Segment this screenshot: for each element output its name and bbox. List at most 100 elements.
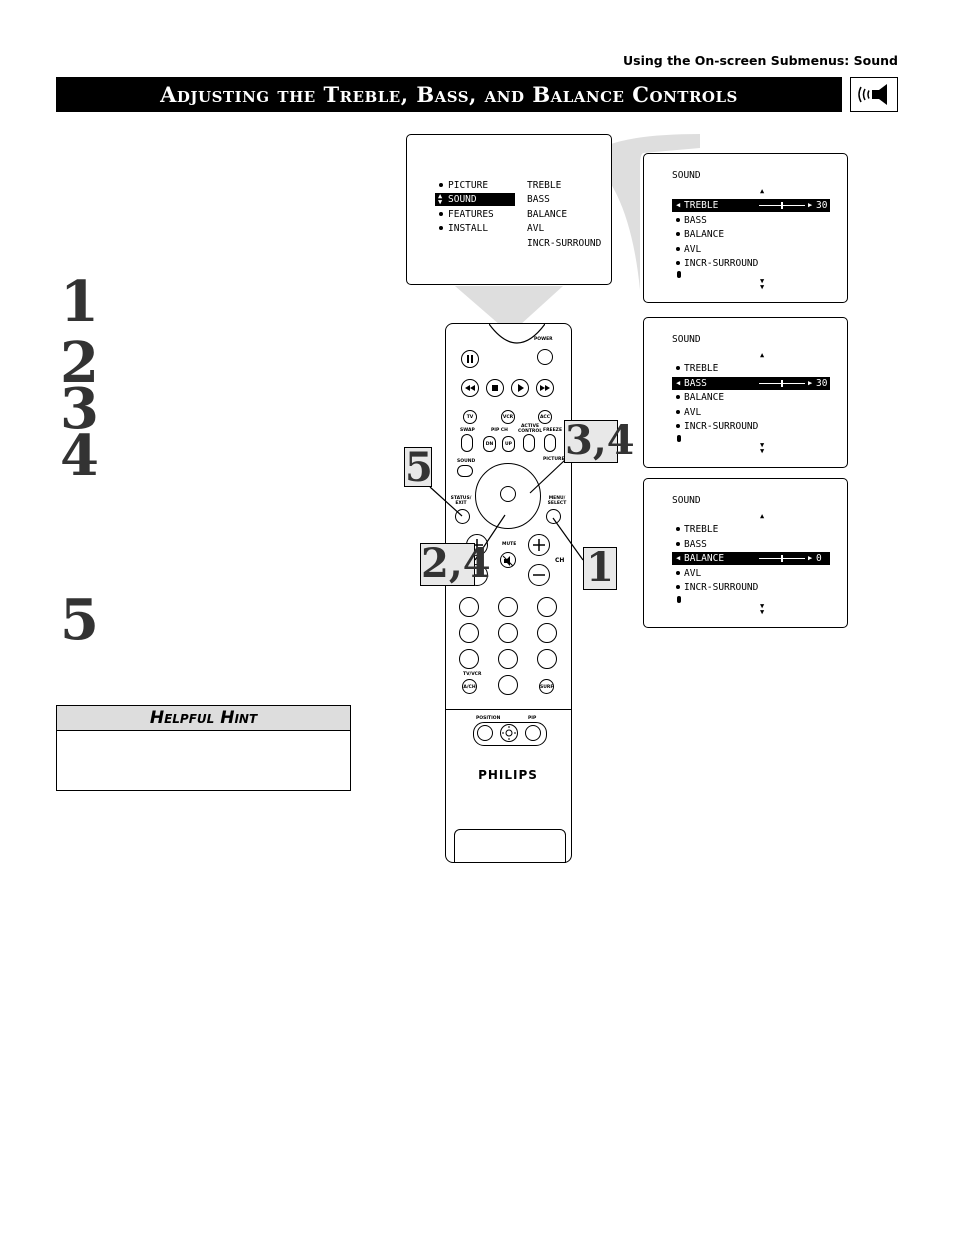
scroll-up-arrow-icon: ▲ [760,512,765,520]
sound-label: SOUND [457,459,476,464]
sound-menu-item-avl: AVL [672,406,830,419]
philips-logo: PHILIPS [478,768,538,782]
fast-forward-button[interactable] [536,379,554,397]
surf-label: SURF [540,685,554,690]
number-5-button[interactable] [498,623,518,643]
power-label: POWER [534,337,553,342]
level-value: 30 [816,200,828,211]
level-slider-knob [781,555,783,563]
stop-icon [492,385,498,391]
bullet-icon [676,246,680,251]
page-title: Adjusting the Treble, Bass, and Balance … [56,77,842,112]
pause-icon [467,355,473,363]
level-slider-knob [781,202,783,209]
left-arrow-icon: ◀ [676,201,681,209]
dn-label: DN [485,442,494,447]
main-menu-item-sound: ▲▼ SOUND [435,193,515,206]
level-slider-knob [781,379,783,387]
menu-select-label: MENU/ SELECT [547,496,567,506]
pause-button[interactable] [461,350,479,368]
ach-label: A/CH [463,685,476,690]
pip-ch-up-button[interactable]: UP [502,436,515,452]
active-control-label: ACTIVE CONTROL [517,424,543,434]
number-4-button[interactable] [459,623,479,643]
bullet-icon [676,527,680,531]
callout-step-5: 5 [404,444,433,491]
bullet-icon [676,585,680,590]
pip-ch-label: PIP CH [491,428,508,433]
callout-step-3-4: 3,4 [564,417,635,464]
scroll-indicator-icon [677,596,681,603]
number-9-button[interactable] [537,649,557,669]
pip-button[interactable] [525,725,541,741]
bullet-icon [676,409,680,414]
swap-label: SWAP [460,428,475,433]
sound-menu-item-bass: BASS [672,214,830,227]
pip-ch-down-button[interactable]: DN [483,436,496,452]
swap-button[interactable] [461,434,473,452]
step-number-4: 4 [60,423,99,489]
scroll-down-arrow-icon: ▼▼ [760,277,765,291]
callout-step-2-4: 2,4 [420,540,491,587]
tv-vcr-button[interactable]: A/CH [462,679,477,694]
channel-up-button[interactable] [528,534,550,556]
submenu-preview-treble: TREBLE [527,180,562,191]
channel-down-button[interactable] [528,564,550,586]
scroll-indicator-icon [677,271,681,278]
submenu-preview-incr-surround: INCR-SURROUND [527,238,602,249]
power-button[interactable] [537,349,553,365]
bullet-icon [676,395,680,400]
bullet-icon [676,217,680,222]
number-6-button[interactable] [537,623,557,643]
submenu-preview-avl: AVL [527,223,545,234]
helpful-hint-title: Helpful Hint [57,706,350,731]
number-2-button[interactable] [498,597,518,617]
pip-on-off-button[interactable] [500,724,518,742]
bullet-icon [676,261,680,266]
tv-button[interactable]: TV [463,410,477,424]
sound-menu-item-balance: BALANCE [672,391,830,404]
section-label: Using the On-screen Submenus: Sound [623,53,898,68]
mute-button[interactable] [500,552,516,568]
step-number-5: 5 [60,587,99,653]
active-control-button[interactable] [523,434,535,452]
number-1-button[interactable] [459,597,479,617]
pip-label: PIP [528,716,537,721]
tv-vcr-label: TV/VCR [463,672,482,677]
center-button[interactable] [500,486,516,502]
vcr-button[interactable]: VCR [501,410,515,424]
acc-button[interactable]: ACC [538,410,552,424]
menu-select-button[interactable] [546,509,561,524]
sound-menu-item-balance: ◀BALANCE▶0 [672,552,830,566]
scroll-indicator-icon [677,435,681,442]
surf-button[interactable]: SURF [539,679,554,694]
freeze-label: FREEZE [543,428,563,433]
sound-menu-title: SOUND [672,334,701,345]
sound-button[interactable] [457,465,473,477]
left-arrow-icon: ◀ [676,378,681,387]
scroll-down-arrow-icon: ▼▼ [760,602,765,616]
fast-forward-icon [540,385,550,391]
stop-button[interactable] [486,379,504,397]
sound-menu-item-treble: TREBLE [672,362,830,375]
remote-control: POWER TV VCR ACC SWAP PIP CH ACTIVE CONT… [445,323,572,863]
number-3-button[interactable] [537,597,557,617]
plus-icon [533,539,545,551]
battery-door [454,829,566,863]
right-arrow-icon: ▶ [808,378,813,387]
play-button[interactable] [511,379,529,397]
number-8-button[interactable] [498,649,518,669]
rewind-button[interactable] [461,379,479,397]
freeze-button[interactable] [544,434,556,452]
position-label: POSITION [476,716,501,721]
mute-label: MUTE [502,542,517,547]
play-icon [518,384,524,392]
sound-menu-item-avl: AVL [672,567,830,580]
number-0-button[interactable] [498,675,518,695]
number-7-button[interactable] [459,649,479,669]
position-button[interactable] [477,725,493,741]
